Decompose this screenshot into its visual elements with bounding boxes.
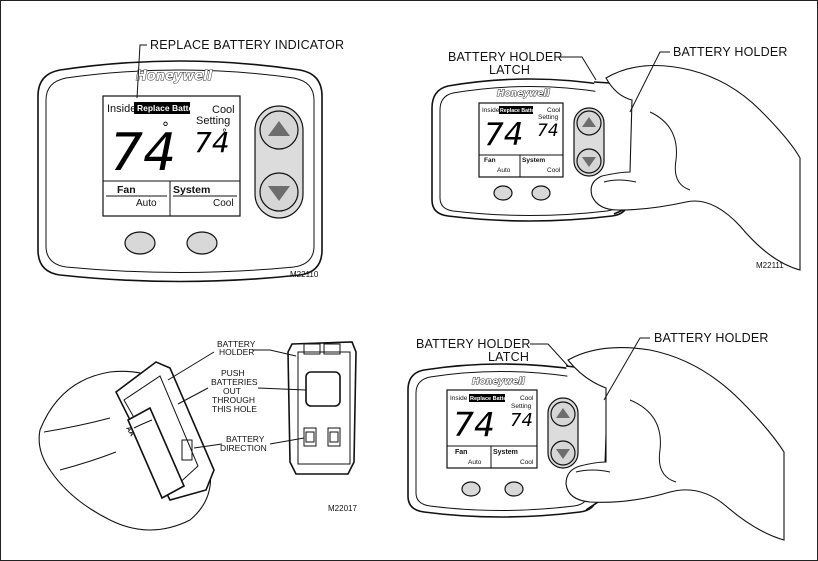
push-callout-line1: PUSH <box>221 368 245 378</box>
fan-button[interactable] <box>461 481 481 497</box>
figure-code: M22017 <box>328 504 357 513</box>
up-arrow-icon <box>556 408 570 418</box>
battery-holder-open <box>114 361 215 501</box>
holder-callout: BATTERY HOLDER <box>673 45 788 59</box>
brand-logo: Honeywell <box>136 69 213 84</box>
fan-label: Fan <box>484 157 496 164</box>
brand-logo: Honeywell <box>497 89 551 99</box>
push-callout-line2: BATTERIES <box>211 377 258 387</box>
cool-label: Cool <box>547 107 561 114</box>
holder-callout-line1: BATTERY <box>217 339 256 349</box>
setting-label: Setting <box>538 114 559 121</box>
set-degree-symbol: ° <box>222 128 227 139</box>
inside-label: Inside <box>482 107 500 114</box>
replace-battery-text: Replace Battery <box>470 396 513 402</box>
fan-label: Fan <box>117 184 136 196</box>
latch-leader <box>556 56 597 81</box>
setting-label: Setting <box>196 115 230 127</box>
direction-callout-line2: DIRECTION <box>220 443 267 453</box>
latch-callout-line2: LATCH <box>489 63 530 77</box>
panel-top-right: Honeywell Inside Replace Battery 74 Cool… <box>431 45 801 271</box>
direction-callout-line1: BATTERY <box>226 434 265 444</box>
push-leader <box>257 387 307 391</box>
holder-callout-line2: HOLDER <box>219 347 254 357</box>
fan-button[interactable] <box>124 231 156 255</box>
hand-illustration <box>590 64 801 271</box>
battery-direction-marker <box>181 439 193 461</box>
fan-value: Auto <box>497 167 511 174</box>
latch-leader <box>530 343 569 367</box>
latch-callout-line2: LATCH <box>488 350 529 364</box>
figure-code: M22110 <box>290 270 319 279</box>
callout-leader <box>136 44 147 99</box>
up-arrow-icon <box>582 117 596 127</box>
panel-bottom-right: Honeywell Inside Replace Battery 74 Cool… <box>407 331 785 541</box>
degree-symbol: ° <box>162 120 169 136</box>
setting-label: Setting <box>511 403 532 410</box>
cool-label: Cool <box>520 395 534 402</box>
holder-leader <box>629 51 670 113</box>
fan-value: Auto <box>468 459 482 466</box>
push-callout-line5: THIS HOLE <box>212 404 257 414</box>
brand-logo: Honeywell <box>472 377 526 387</box>
push-leader-2 <box>177 387 209 405</box>
indoor-temperature: 74 <box>453 405 495 444</box>
fan-label: Fan <box>455 449 467 456</box>
indoor-temperature: 74 <box>110 123 176 183</box>
replace-battery-callout: REPLACE BATTERY INDICATOR <box>150 38 344 52</box>
replace-battery-indicator <box>469 394 505 402</box>
holder-leader <box>603 337 650 401</box>
push-hole <box>305 371 341 407</box>
down-arrow-icon <box>582 157 596 167</box>
cool-label: Cool <box>212 104 235 116</box>
up-arrow-icon <box>268 121 290 136</box>
system-button[interactable] <box>531 185 551 201</box>
lcd-screen <box>446 389 538 469</box>
fan-value: Auto <box>136 198 157 209</box>
replace-battery-indicator <box>499 106 533 114</box>
direction-leader <box>269 437 305 445</box>
down-arrow-icon <box>268 186 290 201</box>
set-temperature: 74 <box>510 410 533 431</box>
panel-bottom-left: AA BATTERY HOLDER PUSH BATTERIES OUT THR… <box>38 339 357 531</box>
battery-direction-marker <box>303 427 317 447</box>
battery <box>126 406 186 500</box>
fan-button[interactable] <box>493 185 513 201</box>
hand-illustration <box>565 346 785 541</box>
down-arrow-icon <box>556 449 570 459</box>
inside-label: Inside <box>107 103 136 115</box>
system-value: Cool <box>520 459 534 466</box>
holder-leader <box>252 349 297 357</box>
system-button[interactable] <box>504 481 524 497</box>
latch-callout-line1: BATTERY HOLDER <box>416 337 531 351</box>
system-value: Cool <box>213 198 234 209</box>
holder-callout: BATTERY HOLDER <box>654 331 769 345</box>
system-label: System <box>493 449 518 456</box>
system-label: System <box>173 184 210 196</box>
replace-battery-indicator <box>134 102 190 114</box>
system-label: System <box>522 157 545 164</box>
battery-mark: AA <box>124 426 135 438</box>
push-callout-line3: OUT <box>223 386 241 396</box>
direction-leader-2 <box>193 443 223 449</box>
indoor-temperature: 74 <box>484 117 523 153</box>
replace-battery-text: Replace Battery <box>137 103 202 113</box>
set-temperature: 74 <box>194 126 230 159</box>
system-button[interactable] <box>186 231 218 255</box>
inside-label: Inside <box>450 395 468 402</box>
figure-code: M22111 <box>756 261 784 270</box>
set-temperature: 74 <box>537 121 559 141</box>
holder-leader-2 <box>167 351 215 381</box>
system-value: Cool <box>547 167 561 174</box>
lcd-screen <box>478 102 564 178</box>
panel-top-left: Honeywell Inside Replace Battery 74 ° Co… <box>37 38 344 283</box>
latch-callout-line1: BATTERY HOLDER <box>448 50 563 64</box>
push-callout-line4: THROUGH <box>212 395 255 405</box>
replace-battery-text: Replace Battery <box>500 108 539 114</box>
